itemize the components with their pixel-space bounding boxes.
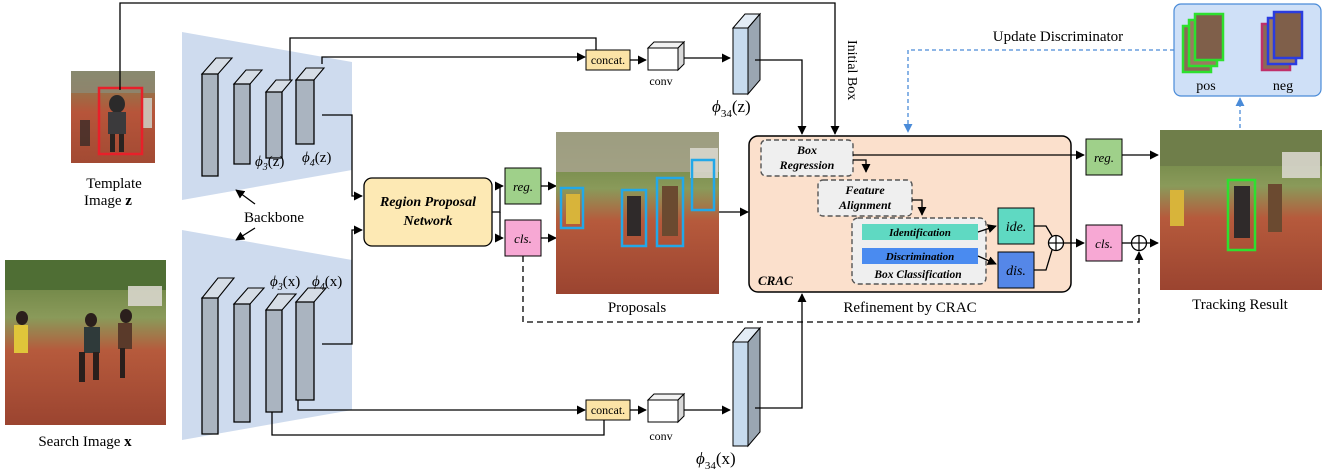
line-update-discriminator [903, 49, 1174, 133]
box-classification-label: Box Classification [873, 269, 961, 281]
search-backbone-layers [200, 277, 328, 435]
line-phi4x-to-concat [297, 400, 586, 415]
phi3-z-label: ϕ3(z) [255, 154, 284, 173]
template-image [71, 71, 155, 163]
rpn-cls-label: cls. [514, 231, 532, 246]
box-regression-label-line1: Box [796, 143, 817, 157]
line-rpn-to-reg [492, 181, 504, 213]
phi4-z-label: ϕ4(z) [302, 150, 331, 169]
rpn-cls-box [504, 219, 542, 257]
neg-label: neg [1273, 79, 1293, 94]
crac-label: CRAC [758, 273, 793, 288]
line-rpn-to-cls [494, 212, 504, 243]
output-cls-label: cls. [1095, 236, 1113, 251]
dis-box [997, 251, 1035, 289]
positive-samples [1181, 12, 1225, 74]
template-image-label-line1: Template [86, 176, 142, 192]
discrimination-label: Discrimination [885, 251, 954, 263]
concat-bottom-label: concat. [591, 403, 625, 417]
output-reg-label: reg. [1094, 150, 1114, 165]
phi4-x-label: ϕ4(x) [312, 274, 342, 293]
line-dis-to-sum [1034, 249, 1053, 271]
line-phi4z-to-concat [321, 52, 586, 64]
output-reg-box [1085, 138, 1123, 176]
backbone-arrow-down [235, 227, 256, 241]
line-phi34z-to-crac [755, 59, 807, 135]
line-phi4z-to-rpn [322, 114, 363, 201]
phi3-x-label: ϕ3(x) [270, 274, 300, 293]
phi34-z-label: ϕ34(z) [712, 97, 751, 120]
identification-label: Identification [888, 227, 951, 239]
proposal-box-2 [620, 188, 648, 248]
tracking-result-image [1160, 130, 1322, 290]
line-phi3x-to-concat [271, 412, 605, 436]
line-phi34x-to-crac [755, 293, 807, 409]
line-discrimination-to-dis [977, 255, 997, 265]
ide-label: ide. [1006, 220, 1027, 235]
line-identification-to-ide [977, 224, 997, 233]
feature-alignment-label-line1: Feature [844, 183, 885, 197]
discrimination-bar [862, 248, 978, 264]
backbone-label: Backbone [244, 210, 304, 226]
tracking-result-box [1226, 178, 1257, 252]
proposals-image [556, 132, 719, 294]
proposal-box-1 [559, 186, 585, 230]
rpn-label-line2: Network [403, 214, 453, 229]
region-proposal-network-box [363, 177, 493, 247]
template-image-label-line2: Image z [84, 193, 132, 209]
proposal-box-4 [690, 158, 716, 212]
feature-alignment-box [817, 179, 913, 217]
phi34-z-feature-map [731, 12, 762, 96]
update-discriminator-label: Update Discriminator [993, 29, 1123, 45]
concat-top-label: concat. [591, 53, 625, 67]
dis-label: dis. [1006, 264, 1026, 279]
rpn-label-line1: Region Proposal [379, 195, 476, 210]
feature-alignment-label-line2: Alignment [838, 198, 892, 212]
line-ide-to-sum [1034, 225, 1053, 237]
proposal-box-3 [655, 176, 685, 248]
search-image [5, 260, 166, 425]
ide-box [997, 207, 1035, 245]
box-regression-label-line2: Regression [779, 158, 835, 172]
pos-label: pos [1196, 79, 1215, 94]
dashed-line-rpn-cls-to-output [522, 251, 1144, 323]
conv-top-block [646, 40, 686, 72]
initial-box-label: Initial Box [844, 40, 859, 100]
line-phi4x-to-rpn [322, 225, 363, 345]
line-featalign-to-boxcls [912, 199, 927, 216]
backbone-arrow-up [235, 189, 256, 205]
line-boxreg-to-featalign [853, 159, 871, 173]
phi34-x-label: ϕ34(x) [696, 449, 736, 469]
refinement-label: Refinement by CRAC [843, 300, 976, 316]
box-regression-box [760, 139, 854, 177]
template-backbone-layers [200, 57, 326, 177]
conv-bottom-block [646, 392, 686, 424]
rpn-reg-label: reg. [513, 179, 533, 194]
phi34-x-feature-map [731, 326, 762, 448]
search-image-label: Search Image x [38, 434, 132, 450]
sum-operator-crac [1047, 234, 1065, 252]
line-initial-box [119, 2, 840, 135]
tracking-result-label: Tracking Result [1192, 297, 1289, 313]
identification-bar [862, 224, 978, 240]
conv-bottom-label: conv [649, 429, 672, 443]
rpn-reg-box [504, 167, 542, 205]
negative-samples [1260, 10, 1304, 72]
sum-operator-output [1130, 234, 1148, 252]
output-cls-box [1085, 224, 1123, 262]
conv-top-label: conv [649, 74, 672, 88]
proposals-label: Proposals [608, 300, 667, 316]
line-phi3z-to-concat [289, 37, 597, 80]
